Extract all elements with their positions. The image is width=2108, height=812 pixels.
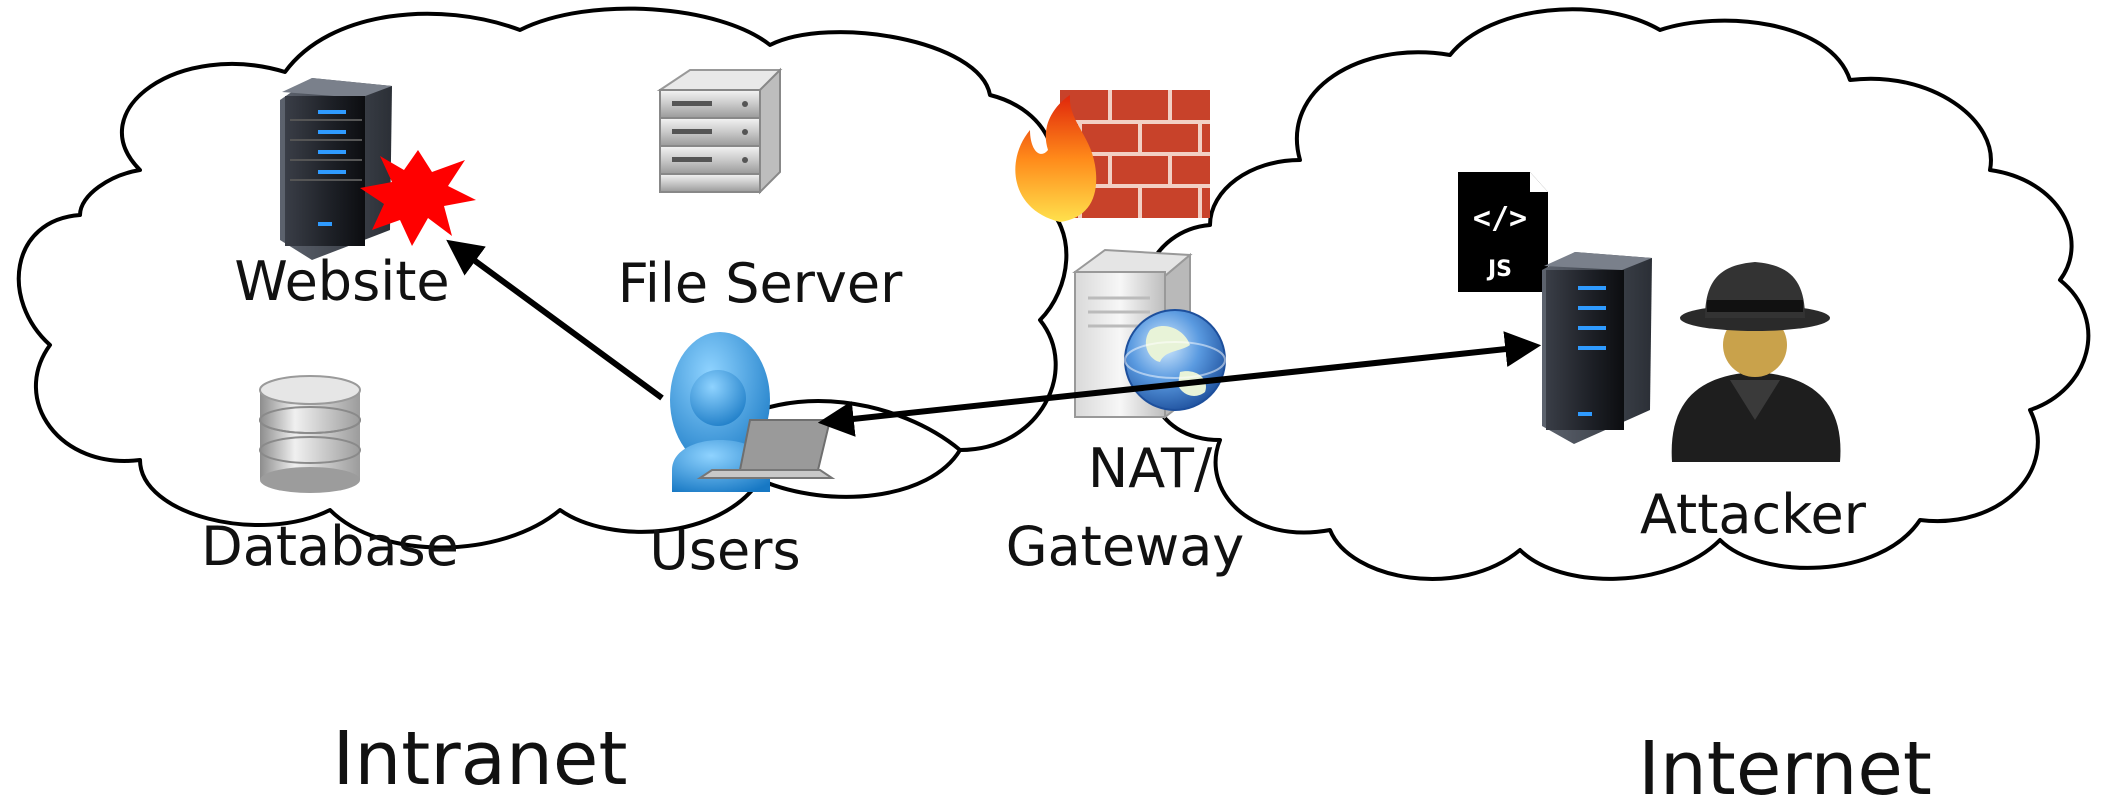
internet-label: Internet: [1638, 726, 1932, 812]
nat-label: NAT/: [1087, 437, 1213, 500]
gateway-label: Gateway: [1005, 515, 1245, 578]
file-server-label: File Server: [617, 252, 903, 315]
website-label: Website: [234, 250, 450, 313]
attacker-server-icon: [1542, 252, 1652, 444]
user-laptop-icon: [670, 332, 836, 492]
explosion-burst-icon: [360, 150, 476, 246]
website-server-icon: [280, 78, 392, 260]
intranet-label: Intranet: [332, 716, 628, 802]
database-label: Database: [201, 515, 459, 578]
js-badge-text: JS: [1486, 257, 1512, 282]
flame-icon: [1015, 95, 1097, 222]
file-server-icon: [656, 67, 783, 195]
database-icon: [259, 375, 361, 493]
svg-text:</>: </>: [1473, 201, 1527, 236]
users-label: Users: [649, 519, 801, 582]
javascript-file-icon: </> JS: [1458, 172, 1548, 292]
user-attacker-bidirectional-arrow: [817, 331, 1542, 437]
firewall-icon: [1015, 90, 1210, 222]
hacker-icon: [1671, 262, 1841, 462]
user-to-website-arrow: [446, 239, 664, 401]
attacker-label: Attacker: [1640, 483, 1866, 546]
gateway-globe-icon: [1124, 309, 1226, 411]
